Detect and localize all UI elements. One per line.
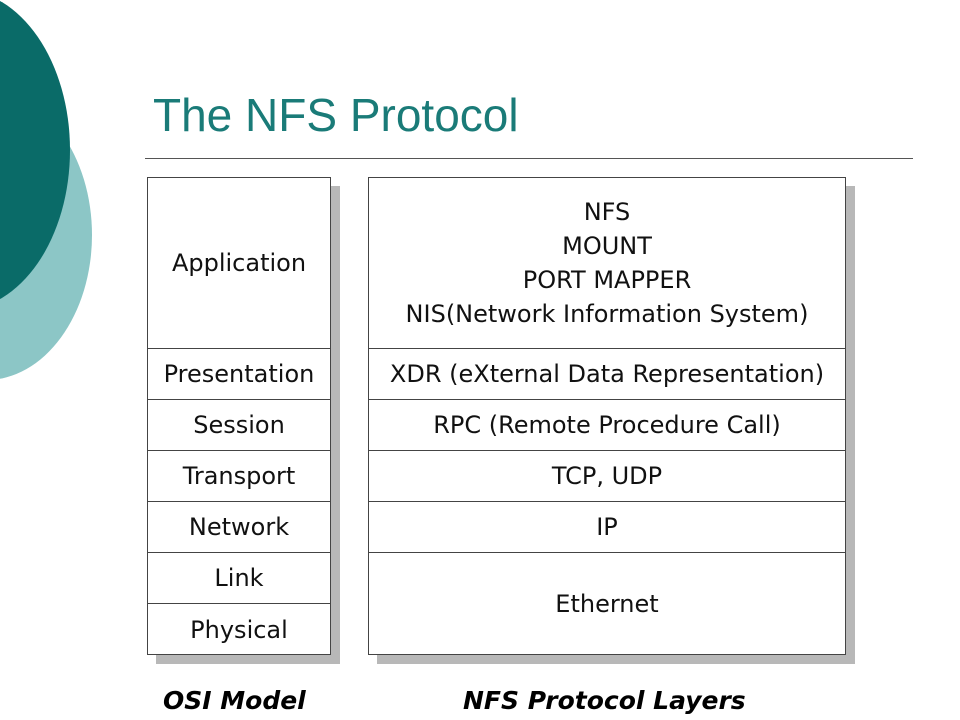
nfs-layer-xdr: XDR (eXternal Data Representation)	[369, 348, 845, 399]
slide-title: The NFS Protocol	[153, 89, 519, 141]
nfs-app-line-port-mapper: PORT MAPPER	[522, 266, 692, 294]
osi-layer-application: Application	[171, 249, 307, 277]
osi-layer-transport: Transport	[148, 450, 330, 501]
osi-layer-network: Network	[148, 501, 330, 552]
nfs-layer-rpc: RPC (Remote Procedure Call)	[369, 399, 845, 450]
osi-model-stack: Application Presentation Session Transpo…	[147, 177, 331, 655]
nfs-layer-application: NFS MOUNT PORT MAPPER NIS(Network Inform…	[369, 178, 845, 348]
osi-layer-physical: Physical	[148, 603, 330, 655]
osi-model-caption: OSI Model	[163, 686, 306, 715]
osi-layer-session: Session	[148, 399, 330, 450]
nfs-layers-caption: NFS Protocol Layers	[463, 686, 746, 715]
nfs-app-line-mount: MOUNT	[562, 232, 652, 260]
nfs-layer-ip: IP	[369, 501, 845, 552]
nfs-layer-ethernet: Ethernet	[369, 552, 845, 655]
nfs-protocol-stack: NFS MOUNT PORT MAPPER NIS(Network Inform…	[368, 177, 846, 655]
title-divider	[145, 158, 913, 159]
nfs-app-line-nfs: NFS	[583, 198, 631, 226]
osi-layer-presentation: Presentation	[148, 348, 330, 399]
nfs-app-line-nis: NIS(Network Information System)	[405, 300, 809, 328]
osi-layer-link: Link	[148, 552, 330, 603]
nfs-layer-tcp-udp: TCP, UDP	[369, 450, 845, 501]
